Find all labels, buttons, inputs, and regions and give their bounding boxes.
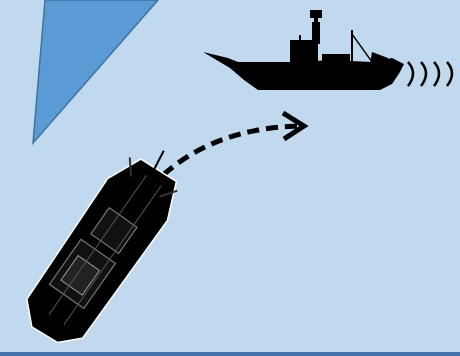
sonar-beam [32,0,159,146]
sound-waves [406,61,454,87]
bottom-border [0,352,460,356]
distant-fishing-boat [203,10,404,90]
near-patrol-boat [26,150,178,344]
